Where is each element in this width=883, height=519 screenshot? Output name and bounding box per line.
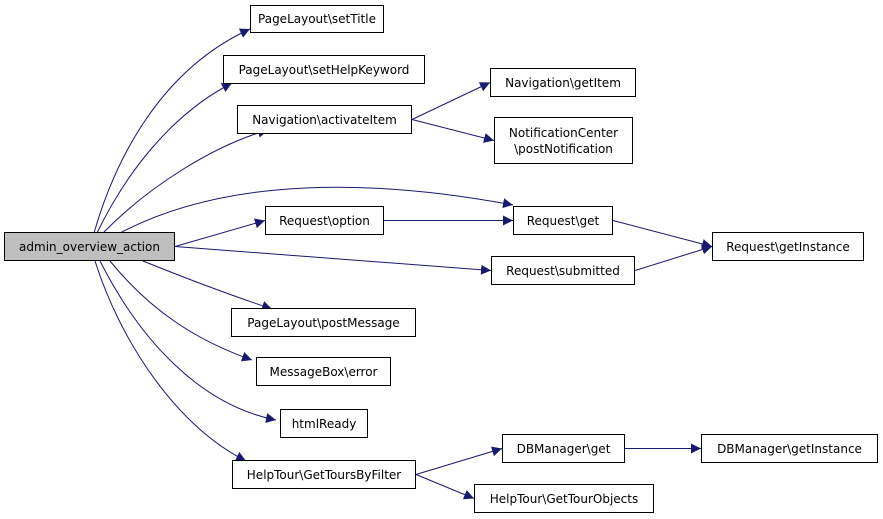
node-label: HelpTour\GetToursByFilter xyxy=(246,467,402,482)
function-node-get-tours[interactable]: HelpTour\GetToursByFilter xyxy=(232,460,416,489)
root-function-node[interactable]: admin_overview_action xyxy=(4,232,175,261)
node-label: Request\submitted xyxy=(506,263,620,278)
edge-req-get-to-get-instance xyxy=(612,220,713,249)
function-node-db-get[interactable]: DBManager\get xyxy=(502,434,625,463)
edge-root-to-set-help-keyword xyxy=(96,82,233,234)
function-node-tour-objects[interactable]: HelpTour\GetTourObjects xyxy=(474,484,654,513)
function-node-html-ready[interactable]: htmlReady xyxy=(280,409,368,438)
function-node-mb-error[interactable]: MessageBox\error xyxy=(256,357,391,386)
edge-get-tours-to-db-get xyxy=(415,446,503,475)
edge-root-to-activate-item xyxy=(102,127,269,234)
node-label: Request\get xyxy=(526,213,600,228)
edge-root-to-get-tours xyxy=(94,260,247,462)
node-label: Request\option xyxy=(279,213,370,228)
function-node-activate-item[interactable]: Navigation\activateItem xyxy=(237,105,412,134)
function-node-post-notification[interactable]: NotificationCenter \postNotification xyxy=(494,117,633,164)
edge-root-to-submitted xyxy=(174,246,492,275)
edge-root-to-option xyxy=(174,218,266,247)
node-label: PageLayout\setHelpKeyword xyxy=(238,62,410,77)
node-label: DBManager\getInstance xyxy=(717,441,862,456)
edge-root-to-post-message xyxy=(142,260,273,311)
node-label: NotificationCenter \postNotification xyxy=(508,125,619,156)
edge-root-to-html-ready xyxy=(99,260,277,423)
node-label: Navigation\getItem xyxy=(505,75,621,90)
function-node-set-help-keyword[interactable]: PageLayout\setHelpKeyword xyxy=(223,55,425,84)
node-label: PageLayout\setTitle xyxy=(258,12,376,26)
function-node-get-item[interactable]: Navigation\getItem xyxy=(490,68,636,97)
node-label: PageLayout\postMessage xyxy=(247,315,400,330)
edge-root-to-set-title xyxy=(93,28,251,234)
function-node-set-title[interactable]: PageLayout\setTitle xyxy=(250,5,384,33)
function-node-submitted[interactable]: Request\submitted xyxy=(491,256,635,285)
function-node-req-get[interactable]: Request\get xyxy=(513,206,613,235)
node-label: HelpTour\GetTourObjects xyxy=(489,491,639,506)
function-node-get-instance[interactable]: Request\getInstance xyxy=(712,232,864,261)
edge-get-tours-to-tour-objects xyxy=(415,474,475,500)
function-node-option[interactable]: Request\option xyxy=(265,206,384,235)
edge-submitted-to-get-instance xyxy=(634,244,713,271)
edge-activate-item-to-post-notification xyxy=(411,119,495,143)
node-label: Request\getInstance xyxy=(726,239,850,254)
edge-root-to-mb-error xyxy=(109,260,253,362)
edge-root-to-req-get xyxy=(119,186,514,234)
node-label: admin_overview_action xyxy=(19,239,160,254)
node-label: MessageBox\error xyxy=(269,364,378,379)
node-label: Navigation\activateItem xyxy=(252,112,397,127)
function-node-post-message[interactable]: PageLayout\postMessage xyxy=(231,308,416,337)
node-label: DBManager\get xyxy=(516,441,611,456)
edge-activate-item-to-get-item xyxy=(411,82,491,120)
node-label: htmlReady xyxy=(291,416,357,431)
function-node-db-instance[interactable]: DBManager\getInstance xyxy=(701,434,878,463)
